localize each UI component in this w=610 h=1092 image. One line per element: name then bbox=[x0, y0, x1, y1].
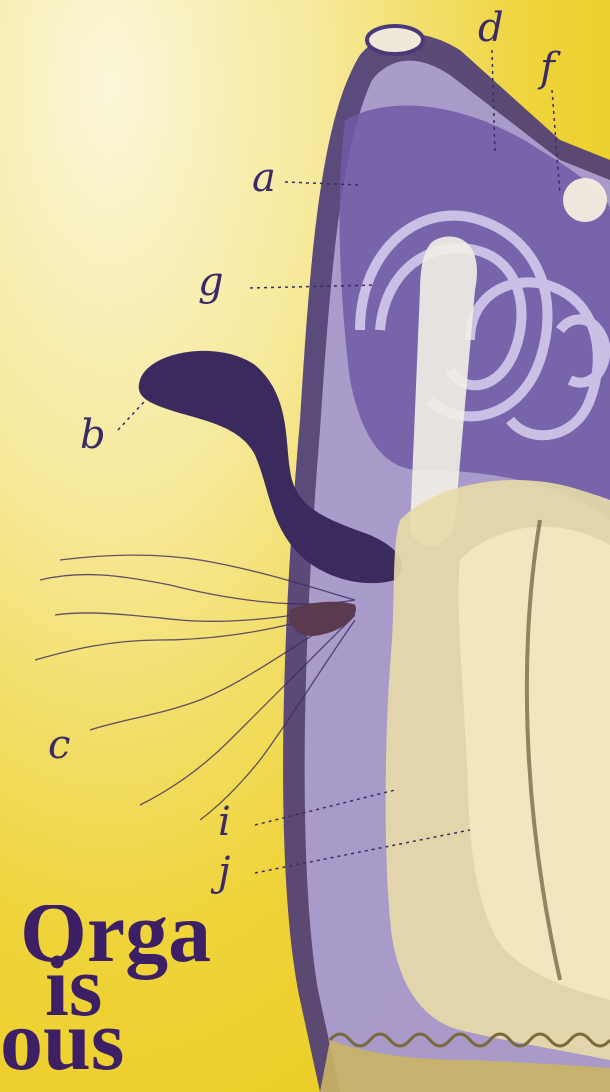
shell-hinge bbox=[367, 26, 423, 54]
label-f: f bbox=[540, 48, 555, 88]
label-c: c bbox=[48, 725, 70, 765]
label-b: b bbox=[80, 415, 106, 455]
label-d: d bbox=[478, 8, 504, 48]
label-g: g bbox=[198, 262, 224, 302]
gland bbox=[563, 178, 607, 222]
cover-title-line-3: ous bbox=[0, 1013, 250, 1067]
cover-title-line-1: Orga bbox=[0, 905, 250, 959]
label-a: a bbox=[252, 158, 276, 198]
label-j: j bbox=[218, 852, 230, 892]
cover-title: Orga is ous bbox=[0, 905, 250, 1092]
label-i: i bbox=[218, 802, 231, 842]
